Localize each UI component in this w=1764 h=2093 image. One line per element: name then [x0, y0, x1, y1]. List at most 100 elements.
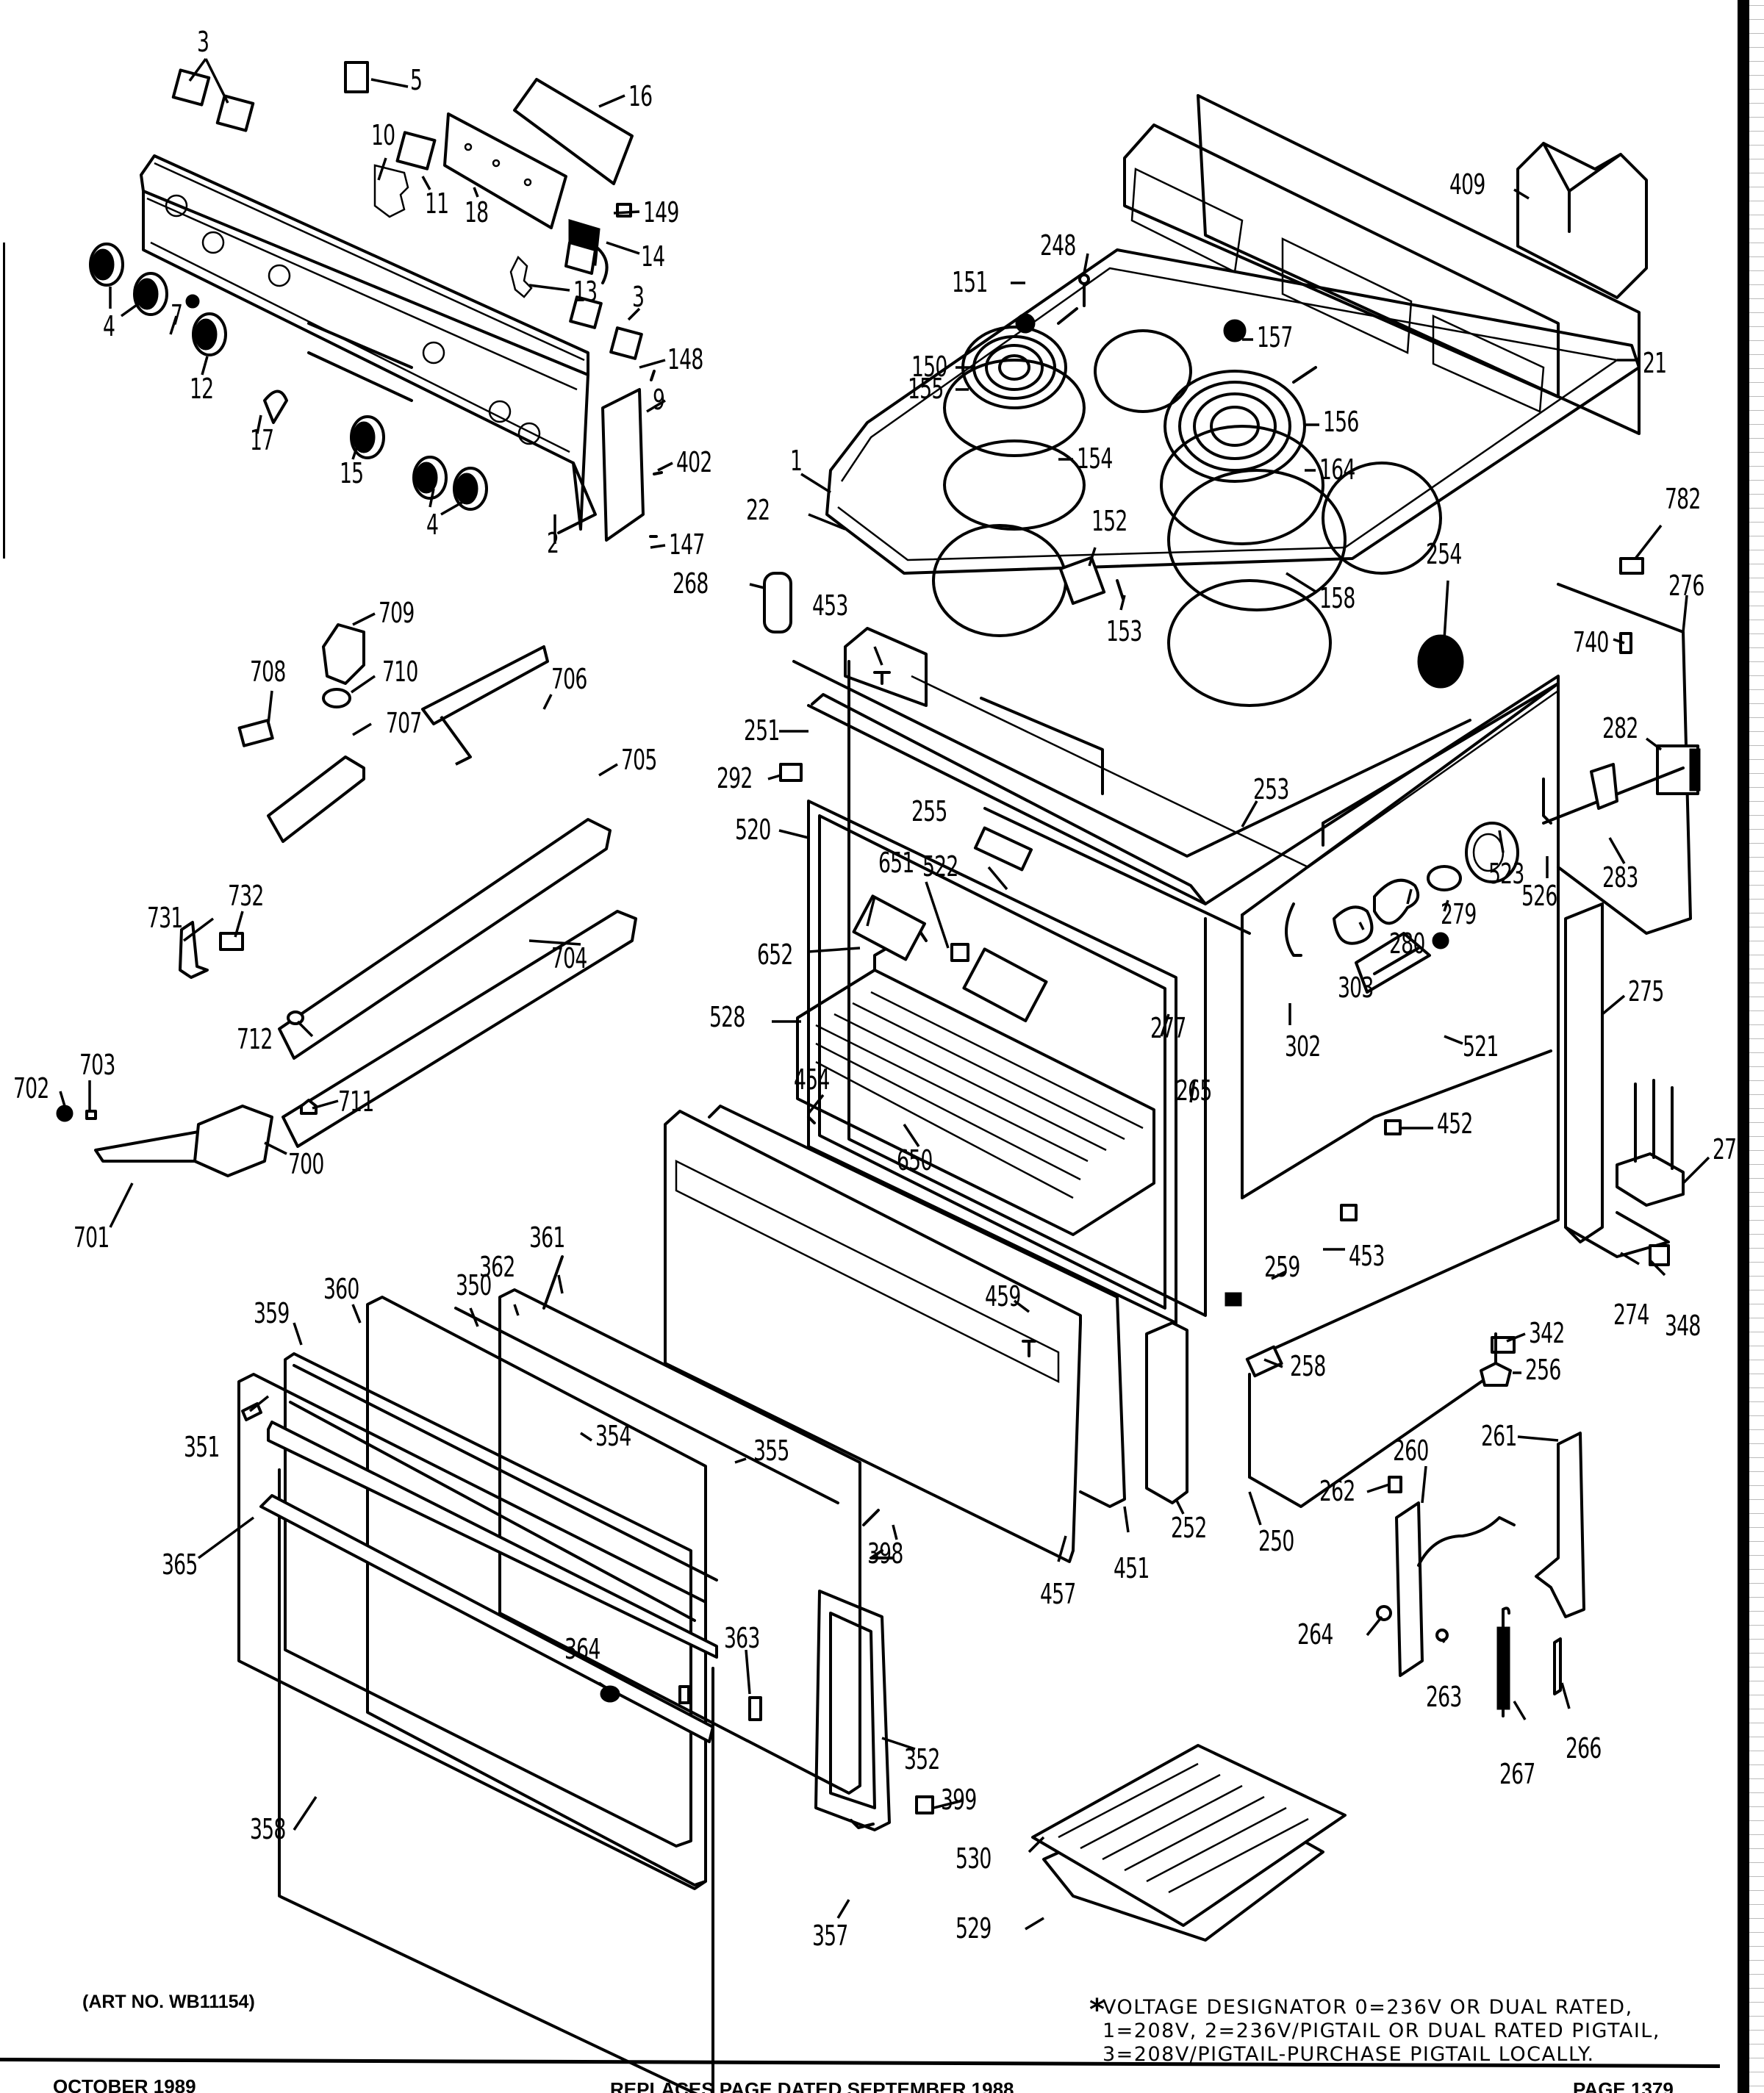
part-label: 731 — [147, 902, 183, 934]
part-label: 17 — [250, 424, 274, 456]
part-label: 703 — [79, 1049, 115, 1081]
part-label: 358 — [250, 1813, 286, 1845]
part-label: 274 — [1613, 1299, 1649, 1331]
part-label: 252 — [1171, 1512, 1207, 1544]
part-label: 282 — [1602, 712, 1638, 744]
voltage-note-line-2: 1=208V, 2=236V/PIGTAIL OR DUAL RATED PIG… — [1102, 2020, 1660, 2042]
rear-electrical — [1542, 557, 1701, 935]
part-label: 350 — [456, 1269, 492, 1302]
part-label: 157 — [1257, 321, 1293, 353]
part-label: 710 — [382, 656, 418, 688]
part-label: 22 — [746, 494, 770, 526]
part-label: 148 — [667, 343, 703, 376]
part-label: 7 — [171, 299, 183, 331]
part-label: 262 — [1319, 1475, 1355, 1507]
part-label: 18 — [465, 196, 489, 229]
part-label: 360 — [323, 1273, 359, 1305]
backsplash — [1123, 94, 1648, 435]
part-label: 155 — [908, 373, 944, 405]
part-label: 15 — [340, 457, 364, 489]
footer-date: OCTOBER 1989 — [53, 2075, 196, 2093]
part-label: 526 — [1521, 880, 1557, 912]
part-label: 365 — [162, 1548, 198, 1581]
part-label: 705 — [621, 744, 657, 776]
part-label: 4 — [426, 509, 439, 541]
cooktop — [825, 248, 1641, 707]
part-label: 265 — [1176, 1074, 1212, 1107]
page-border-right — [1738, 0, 1749, 2093]
part-label: 276 — [1668, 570, 1704, 602]
part-label: 650 — [897, 1144, 933, 1177]
part-label: 453 — [1349, 1240, 1385, 1272]
part-label: 13 — [573, 276, 598, 308]
part-label: 521 — [1463, 1030, 1499, 1063]
base-parts — [1225, 1119, 1516, 1508]
part-label: 459 — [985, 1280, 1021, 1313]
part-label: 14 — [641, 240, 665, 273]
part-label: 255 — [911, 795, 947, 827]
part-label: 712 — [237, 1023, 273, 1055]
part-label: 453 — [812, 589, 848, 622]
scan-margin-line — [3, 243, 5, 559]
part-label: 250 — [1258, 1525, 1294, 1557]
part-label: 164 — [1319, 453, 1355, 486]
part-label: 21 — [1643, 347, 1667, 379]
part-label: 409 — [1449, 168, 1485, 201]
part-label: 268 — [673, 567, 709, 600]
part-label: 351 — [184, 1431, 220, 1463]
part-label: 16 — [628, 80, 653, 112]
part-label: 266 — [1566, 1732, 1602, 1764]
part-label: 452 — [1437, 1107, 1473, 1140]
part-label: 529 — [956, 1912, 992, 1945]
part-label: 354 — [595, 1420, 631, 1452]
part-label: 251 — [744, 714, 780, 747]
part-label: 280 — [1389, 927, 1425, 960]
part-label: 398 — [867, 1537, 903, 1570]
art-number: (ART NO. WB11154) — [82, 1992, 255, 2012]
small-parts — [763, 572, 1036, 1526]
part-label: 248 — [1040, 229, 1076, 262]
part-label: 9 — [653, 384, 665, 416]
voltage-note-line-3: 3=208V/PIGTAIL-PURCHASE PIGTAIL LOCALLY. — [1102, 2043, 1595, 2066]
part-label: 10 — [371, 119, 395, 151]
part-label: 154 — [1077, 442, 1113, 475]
oven-light-parts — [1285, 822, 1519, 994]
part-label: 263 — [1426, 1681, 1462, 1713]
control-knobs — [89, 243, 488, 511]
part-label: 260 — [1393, 1435, 1429, 1467]
scan-edge-speckle — [1749, 0, 1764, 2093]
part-label: 153 — [1106, 615, 1142, 647]
part-label: 359 — [254, 1297, 290, 1329]
part-label: 362 — [479, 1251, 515, 1283]
part-label: 147 — [669, 528, 705, 561]
part-label: 152 — [1091, 505, 1127, 537]
leader-lines — [59, 57, 1710, 1931]
part-label: 2 — [547, 527, 559, 559]
part-label: 3 — [197, 26, 209, 58]
footer-replaces-note: REPLACES PAGE DATED SEPTEMBER 1988 — [610, 2078, 1014, 2093]
part-label: 267 — [1499, 1758, 1535, 1790]
part-label: 275 — [1628, 975, 1664, 1008]
part-label: 457 — [1040, 1578, 1076, 1610]
surface-units — [943, 273, 1324, 606]
part-label: 454 — [794, 1063, 830, 1096]
part-label: 361 — [529, 1221, 565, 1254]
part-label: 363 — [724, 1622, 760, 1654]
part-label: 1 — [790, 445, 803, 477]
oven-door-assembly — [237, 1255, 934, 2093]
part-label: 522 — [922, 850, 958, 883]
part-label: 151 — [952, 266, 988, 298]
part-label: 782 — [1665, 483, 1701, 515]
clock-lock-parts — [56, 623, 637, 1177]
part-label: 4 — [103, 310, 115, 342]
part-label: 399 — [941, 1784, 977, 1816]
part-label: 520 — [735, 814, 771, 846]
part-label: 303 — [1338, 972, 1374, 1004]
part-label: 352 — [904, 1743, 940, 1776]
door-hinges — [1376, 1432, 1585, 1717]
part-label: 156 — [1323, 406, 1359, 438]
part-label: 261 — [1481, 1420, 1517, 1452]
part-label: 451 — [1114, 1552, 1150, 1584]
part-label: 706 — [551, 663, 587, 695]
part-label: 702 — [13, 1072, 49, 1105]
